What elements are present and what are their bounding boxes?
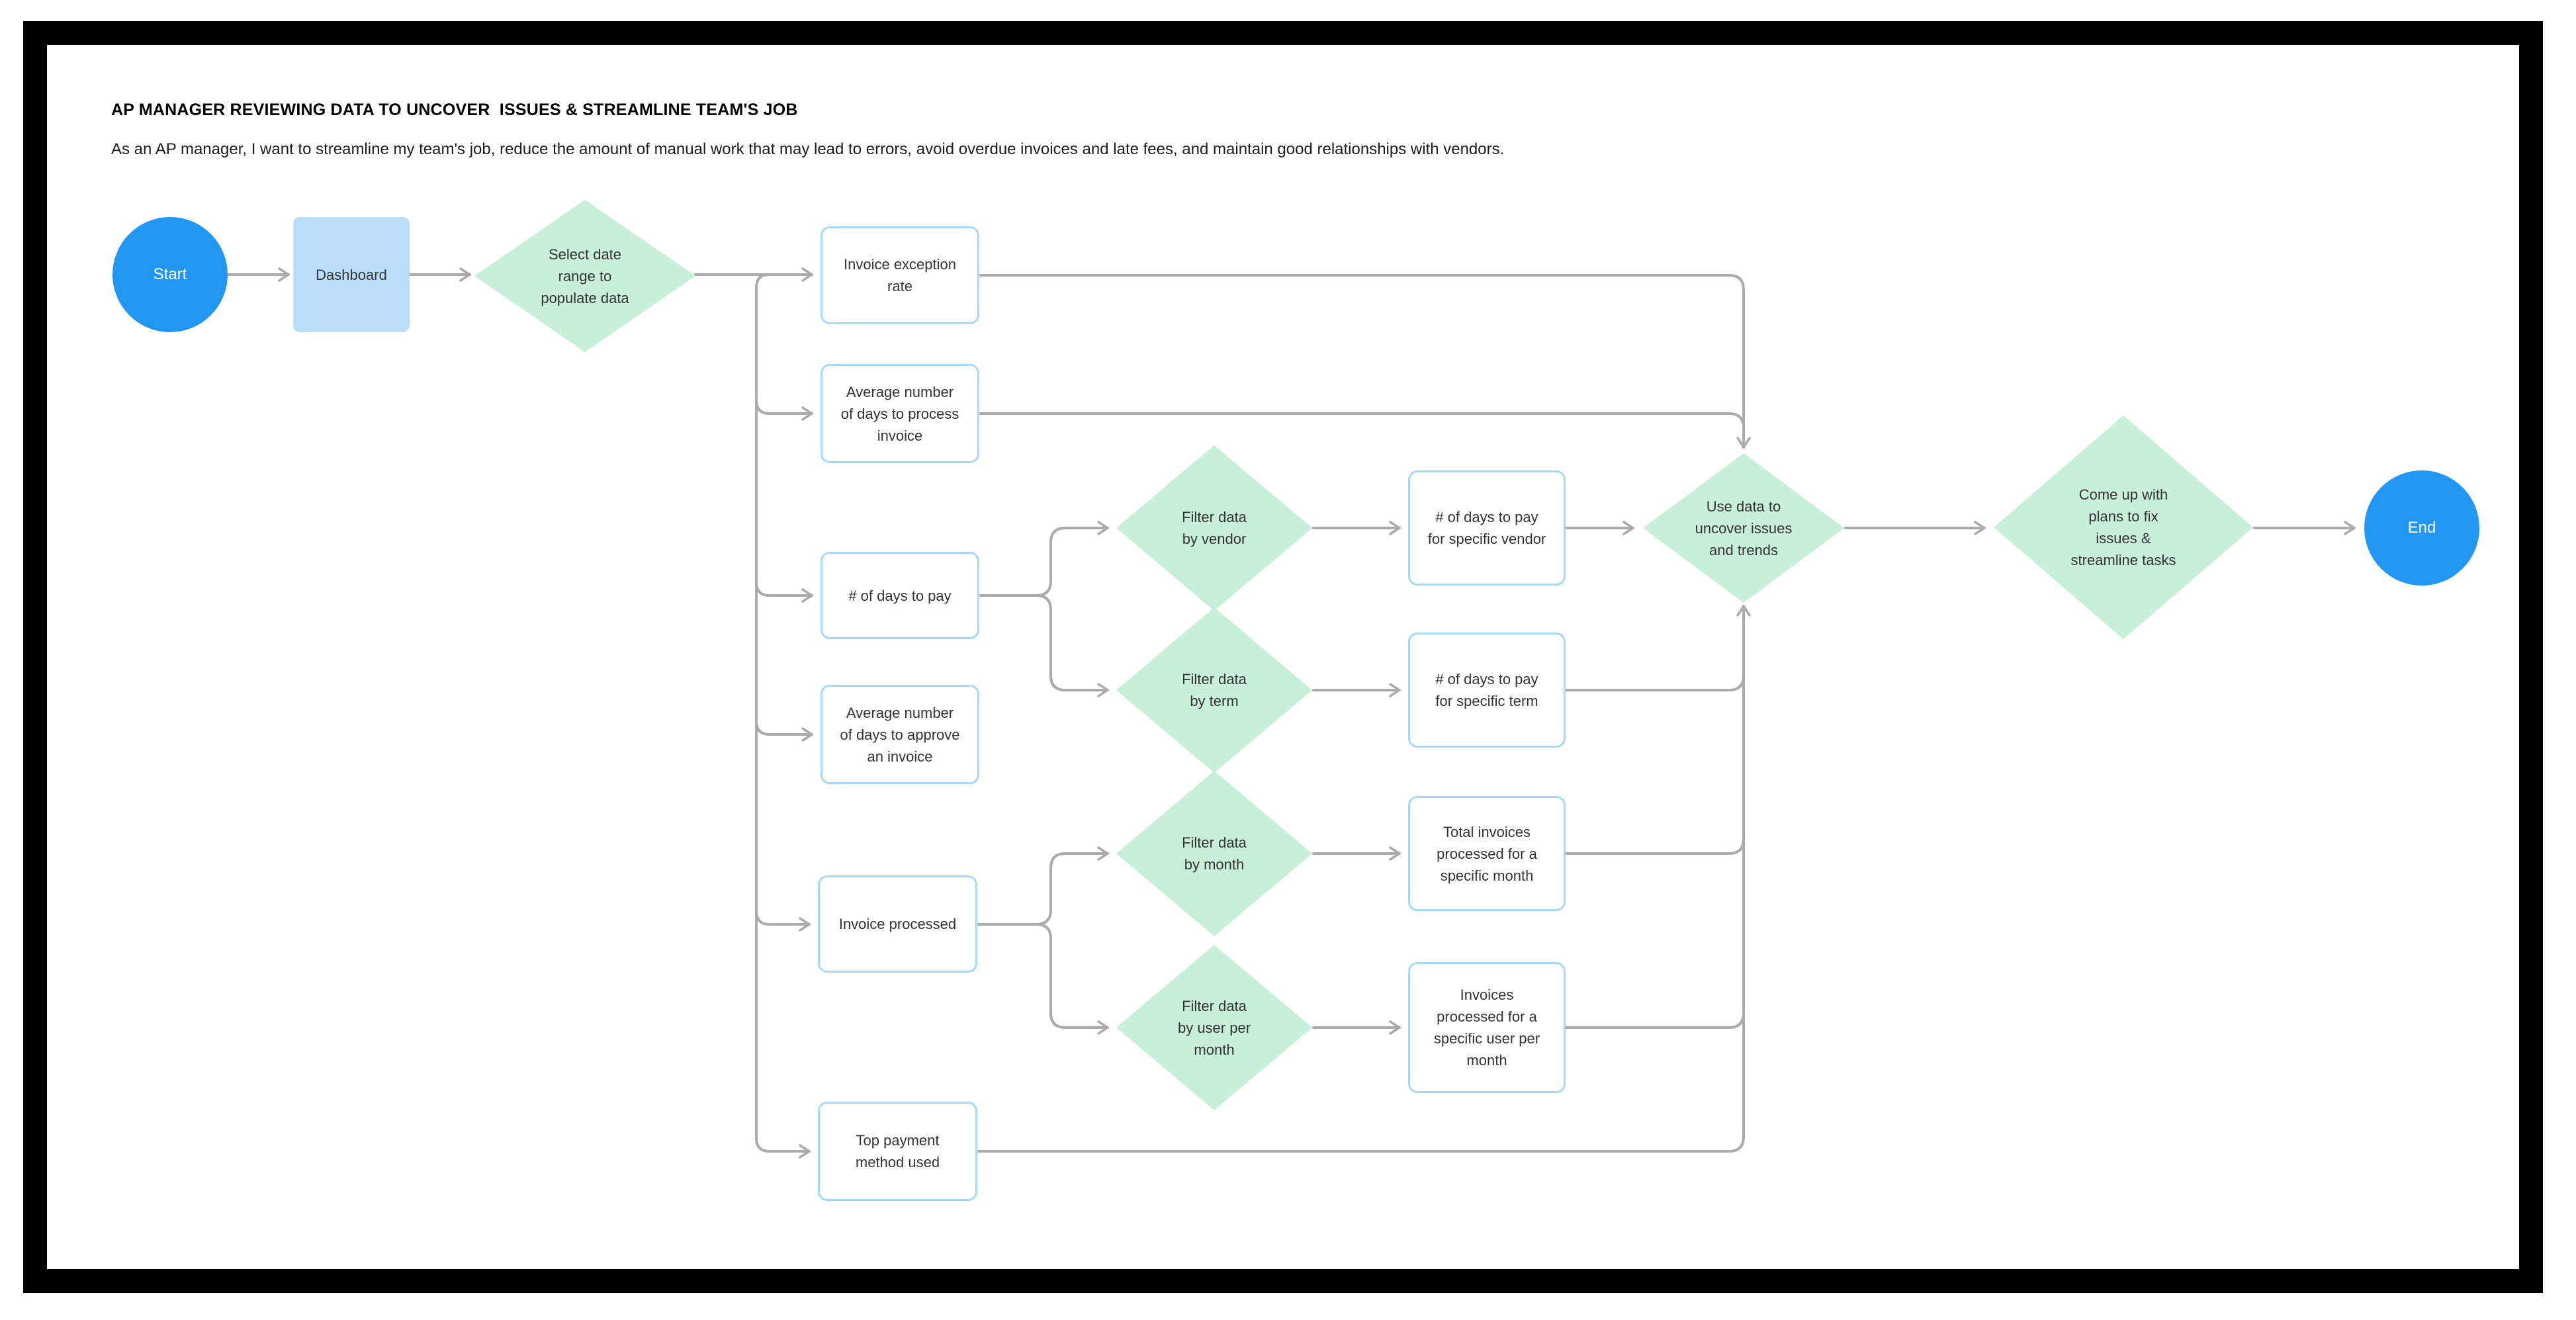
invoice-exception-rate-label: Invoice exception rate <box>844 256 956 294</box>
connector-branch-invoice-processed <box>755 910 811 932</box>
avg-days-process-label: Average number of days to process invoic… <box>840 383 959 444</box>
avg-days-approve-label: Average number of days to approve an inv… <box>840 704 960 765</box>
top-payment-method-label: Top payment method used <box>855 1132 940 1170</box>
connector-avg-process-merge <box>979 412 1745 429</box>
end-label: End <box>2407 519 2436 537</box>
page-subtitle: As an AP manager, I want to streamline m… <box>111 140 1505 158</box>
invoices-user-month-node[interactable]: Invoices processed for a specific user p… <box>1408 962 1566 1093</box>
days-pay-term-node[interactable]: # of days to pay for specific term <box>1408 633 1566 748</box>
top-payment-method-node[interactable]: Top payment method used <box>818 1102 977 1201</box>
days-pay-term-label: # of days to pay for specific term <box>1435 671 1538 709</box>
connector-month-result-merge <box>1564 838 1745 855</box>
total-invoices-month-label: Total invoices processed for a specific … <box>1437 823 1537 884</box>
connector-invoice-processed-filter-user <box>977 923 1109 1035</box>
connector-user-result-merge <box>1564 1012 1745 1029</box>
start-label: Start <box>153 265 187 283</box>
filter-month-label: Filter data by month <box>1182 834 1247 873</box>
connector-invoice-processed-filter-month <box>977 846 1109 926</box>
connector-days-to-pay-filter-vendor <box>979 521 1109 597</box>
invoice-processed-node[interactable]: Invoice processed <box>818 875 977 973</box>
connector-branch-avg-process <box>755 399 813 421</box>
avg-days-approve-node[interactable]: Average number of days to approve an inv… <box>821 685 979 784</box>
connector-term-result-merge <box>1564 674 1745 691</box>
dashboard-node[interactable]: Dashboard <box>293 217 410 332</box>
invoice-exception-rate-node[interactable]: Invoice exception rate <box>821 226 979 324</box>
connector-exception-rate-use-data <box>979 274 1751 449</box>
start-node[interactable]: Start <box>112 217 228 332</box>
total-invoices-month-node[interactable]: Total invoices processed for a specific … <box>1408 796 1566 911</box>
use-data-label: Use data to uncover issues and trends <box>1695 498 1793 558</box>
filter-user-month-label: Filter data by user per month <box>1177 997 1251 1058</box>
board-frame <box>23 21 2543 1293</box>
days-to-pay-label: # of days to pay <box>848 587 952 604</box>
select-date-range-label: Select date range to populate data <box>541 245 629 306</box>
invoices-user-month-label: Invoices processed for a specific user p… <box>1433 987 1540 1069</box>
page-title: AP MANAGER REVIEWING DATA TO UNCOVER ISS… <box>111 101 798 119</box>
connector-top-payment-use-data <box>977 605 1751 1153</box>
days-to-pay-node[interactable]: # of days to pay <box>821 552 979 639</box>
avg-days-process-node[interactable]: Average number of days to process invoic… <box>821 364 979 463</box>
connector-trunk-top-payment <box>755 273 811 1159</box>
connector-branch-avg-approve <box>755 720 813 742</box>
connector-branch-days-to-pay <box>755 581 813 603</box>
connector-days-to-pay-filter-term <box>979 594 1109 697</box>
filter-term-label: Filter data by term <box>1182 671 1247 709</box>
filter-vendor-label: Filter data by vendor <box>1182 509 1247 547</box>
invoice-processed-label: Invoice processed <box>838 916 957 932</box>
dashboard-label: Dashboard <box>316 266 387 283</box>
days-pay-vendor-label: # of days to pay for specific vendor <box>1427 509 1546 547</box>
make-plans-label: Come up with plans to fix issues & strea… <box>2070 486 2176 568</box>
end-node[interactable]: End <box>2364 470 2479 586</box>
days-pay-vendor-node[interactable]: # of days to pay for specific vendor <box>1408 470 1566 586</box>
